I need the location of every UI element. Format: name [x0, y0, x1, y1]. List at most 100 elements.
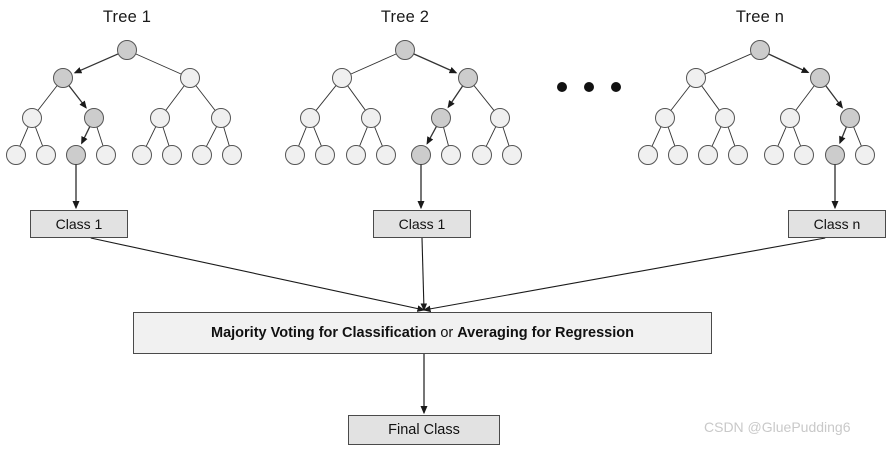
tree-edge-highlighted [73, 53, 119, 74]
tree-node [855, 145, 875, 165]
tree-node-selected [395, 40, 415, 60]
tree-node [686, 68, 706, 88]
tree-node [764, 145, 784, 165]
tree-node [346, 145, 366, 165]
tree-n [638, 40, 875, 210]
tree-edge [670, 85, 691, 111]
tree-edge [313, 126, 322, 147]
tree-1 [6, 40, 242, 210]
tree-node-selected [825, 145, 845, 165]
tree-node [150, 108, 170, 128]
tree-edge-highlighted [68, 85, 87, 109]
tree-edge [374, 126, 383, 147]
tree-node [361, 108, 381, 128]
tree-edge-highlighted [768, 53, 810, 74]
tree-edge-highlighted [825, 85, 843, 109]
watermark-text: CSDN @GluePudding6 [704, 419, 851, 435]
tree-node-selected [840, 108, 860, 128]
tree-node [728, 145, 748, 165]
tree-edge [135, 53, 182, 75]
class-box-tree-n[interactable]: Class n [788, 210, 886, 238]
tree-edge [96, 126, 104, 147]
tree-edge [37, 85, 58, 111]
tree-edge-highlighted [426, 126, 438, 145]
tree-node [132, 145, 152, 165]
tree-edge [795, 85, 815, 111]
tree-edge-highlighted [447, 85, 464, 109]
tree-edge [777, 126, 787, 147]
tree-node [472, 145, 492, 165]
tree-edge [853, 126, 862, 147]
tree-node [655, 108, 675, 128]
tree-node [638, 145, 658, 165]
tree-edge [34, 126, 44, 147]
trees-layer [6, 40, 875, 210]
tree-edge [223, 126, 230, 147]
class-box-tree-1[interactable]: Class 1 [30, 210, 128, 238]
voting-label-classification: Majority Voting for Classification [211, 325, 437, 341]
tree-edge [485, 126, 497, 147]
tree-edge [651, 126, 662, 147]
tree-node [502, 145, 522, 165]
class-box-tree-2[interactable]: Class 1 [373, 210, 471, 238]
tree-node [794, 145, 814, 165]
ellipsis-dot [584, 82, 594, 92]
class-to-voting-arrow [420, 237, 428, 312]
tree-node [22, 108, 42, 128]
tree-edge [701, 85, 720, 111]
tree-edge [350, 53, 397, 75]
tree-node [332, 68, 352, 88]
tree-title-1: Tree 1 [102, 8, 152, 26]
class-to-voting-arrow [422, 237, 826, 313]
tree-edge [162, 126, 170, 147]
tree-node [96, 145, 116, 165]
tree-title-n: Tree n [735, 8, 785, 26]
tree-node [780, 108, 800, 128]
tree-node [180, 68, 200, 88]
tree-edge [195, 85, 216, 111]
tree-node [668, 145, 688, 165]
tree-node [36, 145, 56, 165]
tree-node [162, 145, 182, 165]
tree-edge [443, 127, 449, 146]
tree-node [300, 108, 320, 128]
tree-edge [359, 126, 368, 147]
tree-node [211, 108, 231, 128]
tree-node [441, 145, 461, 165]
tree-node-selected [431, 108, 451, 128]
tree-node-selected [411, 145, 431, 165]
tree-title-2: Tree 2 [380, 8, 430, 26]
tree-edge [298, 126, 307, 147]
tree-edge [315, 85, 337, 111]
tree-edge-highlighted [413, 53, 458, 74]
tree-edge [667, 126, 676, 147]
tree-node-selected [810, 68, 830, 88]
tree-node [6, 145, 26, 165]
tree-node-selected [66, 145, 86, 165]
tree-edge [347, 85, 366, 111]
tree-node [285, 145, 305, 165]
majority-voting-box[interactable]: Majority Voting for Classification or Av… [133, 312, 712, 354]
ellipsis-dot [557, 82, 567, 92]
voting-label-or: or [440, 325, 454, 341]
tree-edge [205, 126, 218, 147]
tree-edge [19, 126, 29, 147]
tree-edge [727, 126, 736, 147]
tree-node-selected [84, 108, 104, 128]
tree-node [192, 145, 212, 165]
tree-node-selected [53, 68, 73, 88]
tree-node [490, 108, 510, 128]
tree-node [715, 108, 735, 128]
tree-edge-highlighted [839, 126, 848, 145]
tree-node-selected [117, 40, 137, 60]
class-to-voting-arrow [90, 237, 426, 312]
ellipsis-dots [557, 82, 621, 92]
tree-node-selected [458, 68, 478, 88]
tree-node [698, 145, 718, 165]
tree-edge [473, 85, 495, 111]
tree-edge [792, 126, 802, 147]
final-class-box[interactable]: Final Class [348, 415, 500, 445]
tree-node [376, 145, 396, 165]
